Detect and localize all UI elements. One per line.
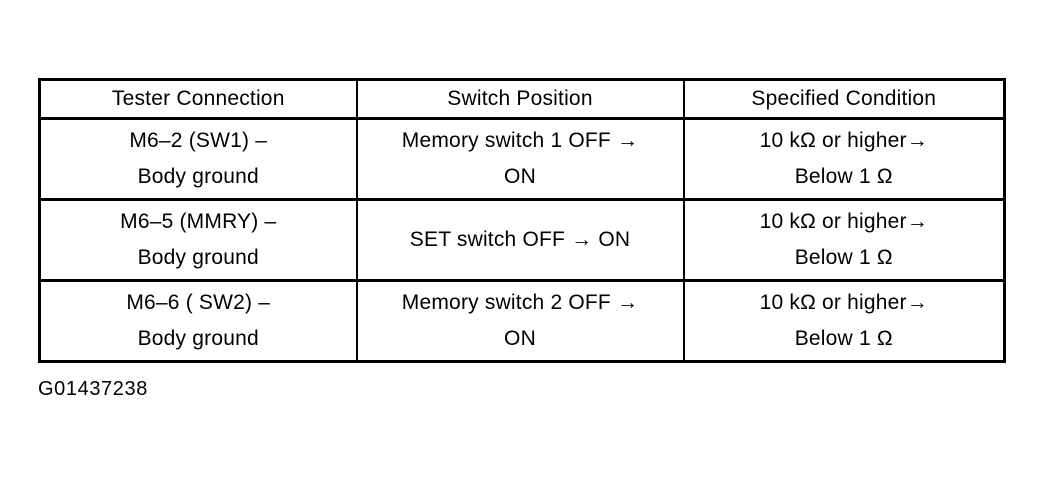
table-body: M6–2 (SW1) – Body ground Memory switch 1… [38,117,1006,363]
header-row: Tester Connection Switch Position Specif… [38,78,1006,120]
cell-tester-connection: M6–6 ( SW2) – Body ground [38,279,358,363]
specification-table: Tester Connection Switch Position Specif… [38,78,1006,363]
column-header-tester-connection: Tester Connection [38,78,358,120]
cell-specified-condition: 10 kΩ or higher→ Below 1 Ω [682,198,1006,282]
table-row: M6–2 (SW1) – Body ground Memory switch 1… [38,117,1006,201]
cell-line: SET switch OFF → ON [409,228,631,251]
cell-line: Below 1 Ω [794,327,893,350]
cell-switch-position: Memory switch 2 OFF → ON [355,279,685,363]
cell-line: Below 1 Ω [794,165,893,188]
cell-line: Body ground [137,327,259,350]
cell-line: M6–5 (MMRY) – [120,210,277,233]
cell-line: 10 kΩ or higher→ [759,291,928,314]
cell-line: M6–2 (SW1) – [129,129,268,152]
cell-tester-connection: M6–2 (SW1) – Body ground [38,117,358,201]
cell-line: 10 kΩ or higher→ [759,129,928,152]
cell-line: Body ground [137,246,259,269]
cell-line: Memory switch 2 OFF → [401,291,639,314]
table-row: M6–5 (MMRY) – Body ground SET switch OFF… [38,198,1006,282]
cell-tester-connection: M6–5 (MMRY) – Body ground [38,198,358,282]
cell-switch-position: Memory switch 1 OFF → ON [355,117,685,201]
cell-line: Below 1 Ω [794,246,893,269]
figure-caption: G01437238 [38,378,148,400]
cell-specified-condition: 10 kΩ or higher→ Below 1 Ω [682,117,1006,201]
cell-line: Memory switch 1 OFF → [401,129,639,152]
cell-line: M6–6 ( SW2) – [126,291,271,314]
cell-line: Body ground [137,165,259,188]
cell-specified-condition: 10 kΩ or higher→ Below 1 Ω [682,279,1006,363]
column-header-specified-condition: Specified Condition [682,78,1006,120]
cell-switch-position: SET switch OFF → ON [355,198,685,282]
table-row: M6–6 ( SW2) – Body ground Memory switch … [38,279,1006,363]
column-header-switch-position: Switch Position [355,78,685,120]
cell-line: 10 kΩ or higher→ [759,210,928,233]
cell-line: ON [504,327,536,350]
table-header: Tester Connection Switch Position Specif… [38,78,1006,120]
cell-line: ON [504,165,536,188]
